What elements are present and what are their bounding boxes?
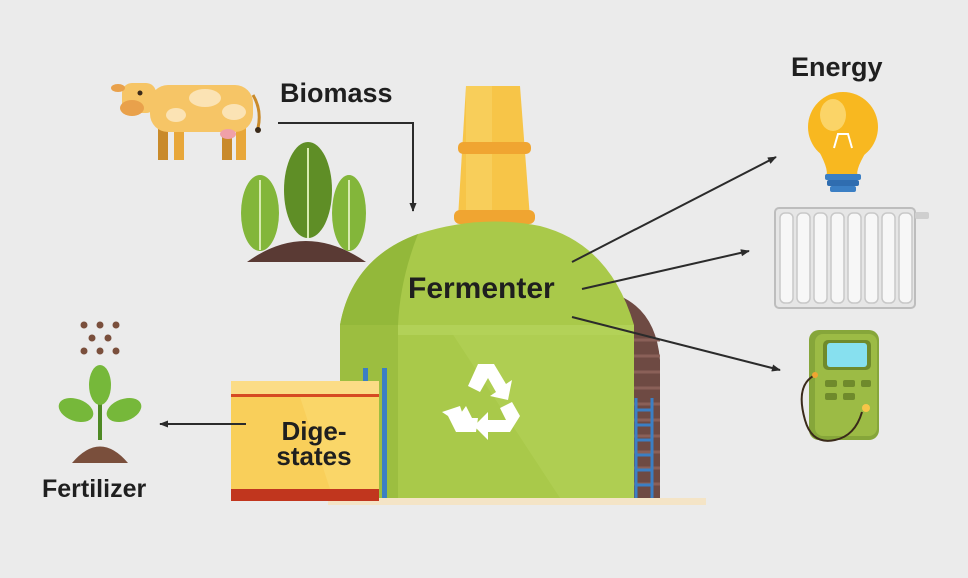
radiator-icon [774, 207, 929, 309]
arrow-biomass-to-fermenter [278, 122, 417, 212]
fermenter-label: Fermenter [408, 272, 555, 305]
ladder-right [634, 398, 654, 498]
power-meter-icon [800, 330, 879, 442]
seeds-icon [80, 321, 120, 355]
cow-icon [111, 83, 261, 160]
light-bulb-icon [808, 92, 878, 192]
digestate-tank [231, 381, 379, 501]
flow-arrows [159, 122, 781, 428]
digestates-label-line1: Dige- [281, 416, 347, 446]
digestates-label: Dige- states [270, 416, 358, 471]
ground-line [328, 498, 706, 505]
chimney [454, 86, 535, 224]
fertilizer-label: Fertilizer [42, 475, 147, 503]
arrow-to-power [571, 316, 781, 372]
arrow-to-heat [581, 249, 750, 290]
arrow-to-energy [571, 156, 777, 263]
plants-icon [241, 142, 366, 262]
digestates-label-line2: states [276, 440, 352, 471]
recycle-icon [442, 364, 520, 440]
energy-label: Energy [791, 52, 883, 82]
seedling-icon [58, 365, 142, 463]
biomass-label: Biomass [280, 78, 393, 108]
